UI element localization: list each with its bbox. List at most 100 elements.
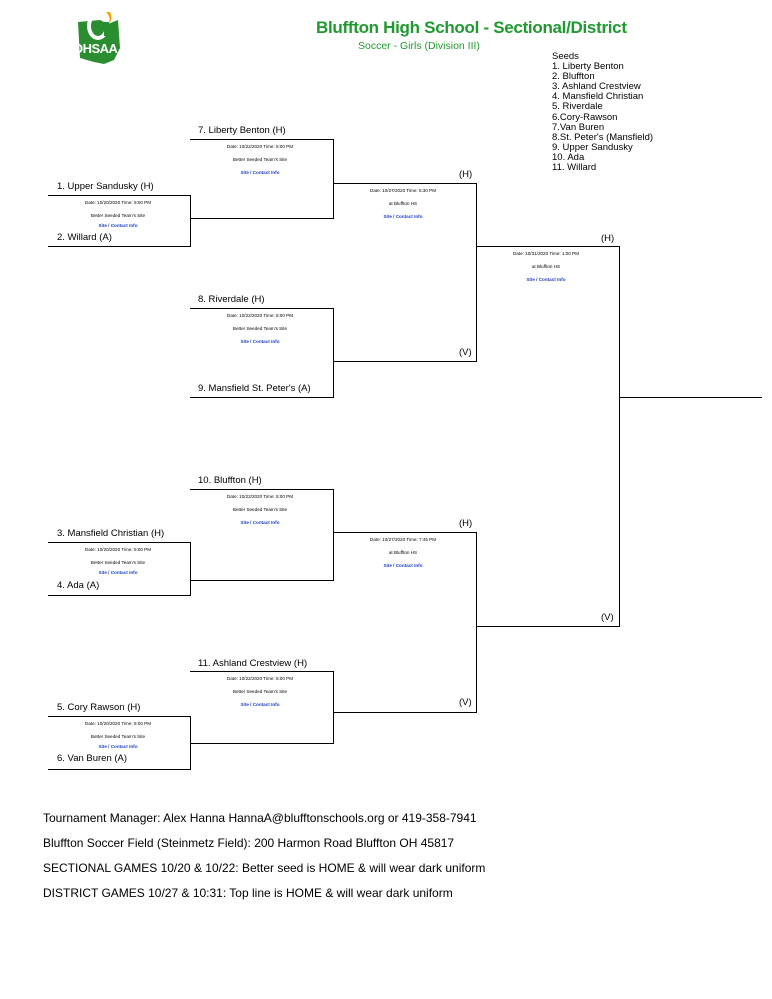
game-info-cory-rawson-van-buren: Date: 10/20/2020 Time: 5:00 PM Better Se… <box>48 717 188 751</box>
bracket-line <box>190 139 334 140</box>
game-info-ashland-crestview: Date: 10/22/2020 Time: 5:00 PM Better Se… <box>190 672 330 711</box>
game-info-district-bottom: Date: 10/27/2020 Time: 7:45 PM at Blufft… <box>333 533 473 572</box>
bracket-line <box>48 595 191 596</box>
district-games-note: DISTRICT GAMES 10/27 & 10:31: Top line i… <box>43 886 453 900</box>
team-mansfield-st-peters: 9. Mansfield St. Peter's (A) <box>198 383 311 394</box>
team-cory-rawson: 5. Cory Rawson (H) <box>57 702 141 713</box>
bracket-line <box>48 769 191 770</box>
bracket-line <box>190 743 334 744</box>
team-mansfield-christian: 3. Mansfield Christian (H) <box>57 528 165 539</box>
game-info-upper-sandusky-willard: Date: 10/20/2020 Time: 5:00 PM Better Se… <box>48 196 188 230</box>
page-title: Bluffton High School - Sectional/Distric… <box>316 18 627 37</box>
bracket-line <box>619 397 762 398</box>
seed-item: 4. Mansfield Christian <box>552 91 644 103</box>
seed-item: 6.Cory-Rawson <box>552 111 618 123</box>
visitor-tag: (V) <box>601 612 614 623</box>
game-datetime: Date: 10/22/2020 Time: 5:00 PM <box>226 676 294 681</box>
team-ashland-crestview: 11. Ashland Crestview (H) <box>198 658 308 669</box>
bracket-line <box>190 308 334 309</box>
site-contact-link[interactable]: Site / Contact Info <box>98 223 138 228</box>
seed-item: 11. Willard <box>552 162 597 174</box>
bracket-line <box>333 139 334 219</box>
logo-text: OHSAA <box>73 41 118 56</box>
seed-item: 10. Ada <box>552 151 585 163</box>
game-site: Better Seeded Team's Site <box>232 157 288 162</box>
seeds-list: Seeds 1. Liberty Benton 2. Bluffton 3. A… <box>552 51 653 174</box>
game-datetime: Date: 10/20/2020 Time: 5:00 PM <box>84 721 152 726</box>
page-subtitle: Soccer - Girls (Division III) <box>358 40 480 52</box>
bracket-line <box>190 542 191 596</box>
game-info-final: Date: 10/31/2020 Time: 1:00 PM at Blufft… <box>476 247 616 286</box>
bracket-line <box>333 361 477 362</box>
game-datetime: Date: 10/20/2020 Time: 5:00 PM <box>84 200 152 205</box>
team-ada: 4. Ada (A) <box>57 580 100 591</box>
game-site: Better Seeded Team's Site <box>90 213 146 218</box>
sectional-games-note: SECTIONAL GAMES 10/20 & 10/22: Better se… <box>43 861 486 875</box>
game-site: at Bluffton HS <box>388 201 418 206</box>
bracket-line <box>476 183 477 362</box>
game-site: Better Seeded Team's Site <box>90 734 146 739</box>
game-datetime: Date: 10/27/2020 Time: 7:45 PM <box>369 537 437 542</box>
bracket-line <box>48 246 191 247</box>
game-datetime: Date: 10/22/2020 Time: 5:00 PM <box>226 313 294 318</box>
home-tag: (H) <box>601 233 615 244</box>
team-riverdale: 8. Riverdale (H) <box>198 294 265 305</box>
game-site: at Bluffton HS <box>531 264 561 269</box>
seeds-heading: Seeds <box>552 51 579 62</box>
field-address-note: Bluffton Soccer Field (Steinmetz Field):… <box>43 836 455 850</box>
site-contact-link[interactable]: Site / Contact Info <box>240 170 280 175</box>
site-contact-link[interactable]: Site / Contact Info <box>240 702 280 707</box>
game-info-mansfield-christian-ada: Date: 10/20/2020 Time: 5:00 PM Better Se… <box>48 543 188 577</box>
bracket-line <box>190 195 191 247</box>
game-info-riverdale-st-peters: Date: 10/22/2020 Time: 5:00 PM Better Se… <box>190 309 330 348</box>
team-liberty-benton: 7. Liberty Benton (H) <box>198 125 286 136</box>
game-datetime: Date: 10/27/2020 Time: 5:30 PM <box>369 188 437 193</box>
game-datetime: Date: 10/22/2020 Time: 5:00 PM <box>226 144 294 149</box>
game-datetime: Date: 10/22/2020 Time: 5:00 PM <box>226 494 294 499</box>
ohsaa-logo: OHSAA <box>70 8 130 68</box>
site-contact-link[interactable]: Site / Contact Info <box>383 563 423 568</box>
bracket-line <box>48 716 191 717</box>
bracket-line <box>476 626 620 627</box>
game-site: Better Seeded Team's Site <box>232 507 288 512</box>
site-contact-link[interactable]: Site / Contact Info <box>383 214 423 219</box>
seed-item: 5. Riverdale <box>552 101 603 113</box>
game-info-bluffton: Date: 10/22/2020 Time: 5:00 PM Better Se… <box>190 490 330 529</box>
bracket-line <box>190 489 334 490</box>
visitor-tag: (V) <box>459 347 472 358</box>
bracket-line <box>333 489 334 581</box>
site-contact-link[interactable]: Site / Contact Info <box>526 277 566 282</box>
game-site: Better Seeded Team's Site <box>232 326 288 331</box>
game-site: Better Seeded Team's Site <box>90 560 146 565</box>
seed-item: 7.Van Buren <box>552 121 605 133</box>
visitor-tag: (V) <box>459 697 472 708</box>
seed-item: 1. Liberty Benton <box>552 61 624 73</box>
game-info-district-top: Date: 10/27/2020 Time: 5:30 PM at Blufft… <box>333 184 473 223</box>
tournament-manager-note: Tournament Manager: Alex Hanna HannaA@bl… <box>43 811 477 825</box>
bracket-line <box>333 183 477 184</box>
bracket-line <box>333 671 334 744</box>
bracket-line <box>333 308 334 398</box>
home-tag: (H) <box>459 169 473 180</box>
site-contact-link[interactable]: Site / Contact Info <box>98 570 138 575</box>
bracket-line <box>48 542 191 543</box>
bracket-line <box>190 671 334 672</box>
seed-item: 3. Ashland Crestview <box>552 81 641 93</box>
game-site: Better Seeded Team's Site <box>232 689 288 694</box>
team-van-buren: 6. Van Buren (A) <box>57 753 128 764</box>
site-contact-link[interactable]: Site / Contact Info <box>240 520 280 525</box>
bracket-line <box>333 712 477 713</box>
site-contact-link[interactable]: Site / Contact Info <box>98 744 138 749</box>
game-datetime: Date: 10/20/2020 Time: 5:00 PM <box>84 547 152 552</box>
bracket-line <box>476 246 620 247</box>
bracket-line <box>190 580 334 581</box>
bracket-line <box>190 397 334 398</box>
site-contact-link[interactable]: Site / Contact Info <box>240 339 280 344</box>
game-datetime: Date: 10/31/2020 Time: 1:00 PM <box>512 251 580 256</box>
bracket-line <box>333 532 477 533</box>
team-upper-sandusky: 1. Upper Sandusky (H) <box>57 181 154 192</box>
team-bluffton: 10. Bluffton (H) <box>198 475 262 486</box>
seed-item: 2. Bluffton <box>552 71 595 83</box>
bracket-line <box>190 218 334 219</box>
game-site: at Bluffton HS <box>388 550 418 555</box>
